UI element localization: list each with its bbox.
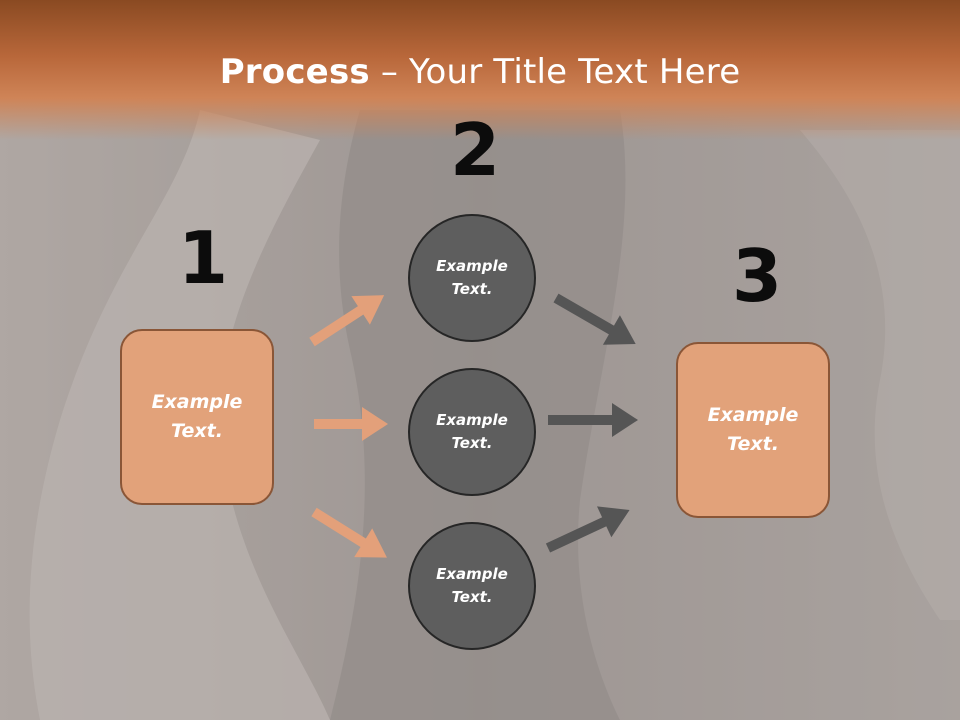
title-rest: – Your Title Text Here [369, 52, 741, 92]
slide-title: Process – Your Title Text Here [0, 52, 960, 92]
step-box-label: Example Text. [151, 391, 243, 442]
step-box-1: Example Text. [120, 329, 274, 505]
step-box-label: Example Text. [707, 404, 799, 455]
step-number-3: 3 [732, 234, 783, 318]
circle-label: Example Text. [436, 565, 508, 606]
arrow-down-right-gray [553, 293, 636, 345]
step-circle-bottom: Example Text. [408, 522, 536, 650]
step-number-1: 1 [178, 216, 229, 300]
step-circle-top: Example Text. [408, 214, 536, 342]
arrow-down-right-orange [311, 507, 387, 558]
circle-label: Example Text. [436, 411, 508, 452]
arrow-right-orange [314, 407, 388, 441]
step-circle-middle: Example Text. [408, 368, 536, 496]
step-box-3: Example Text. [676, 342, 830, 518]
title-bar [0, 0, 960, 140]
title-bold: Process [219, 52, 370, 92]
step-number-2: 2 [450, 108, 501, 192]
arrow-up-right-orange [309, 295, 385, 347]
arrow-right-gray [548, 403, 638, 437]
circle-label: Example Text. [436, 257, 508, 298]
arrow-up-right-gray [545, 506, 630, 553]
